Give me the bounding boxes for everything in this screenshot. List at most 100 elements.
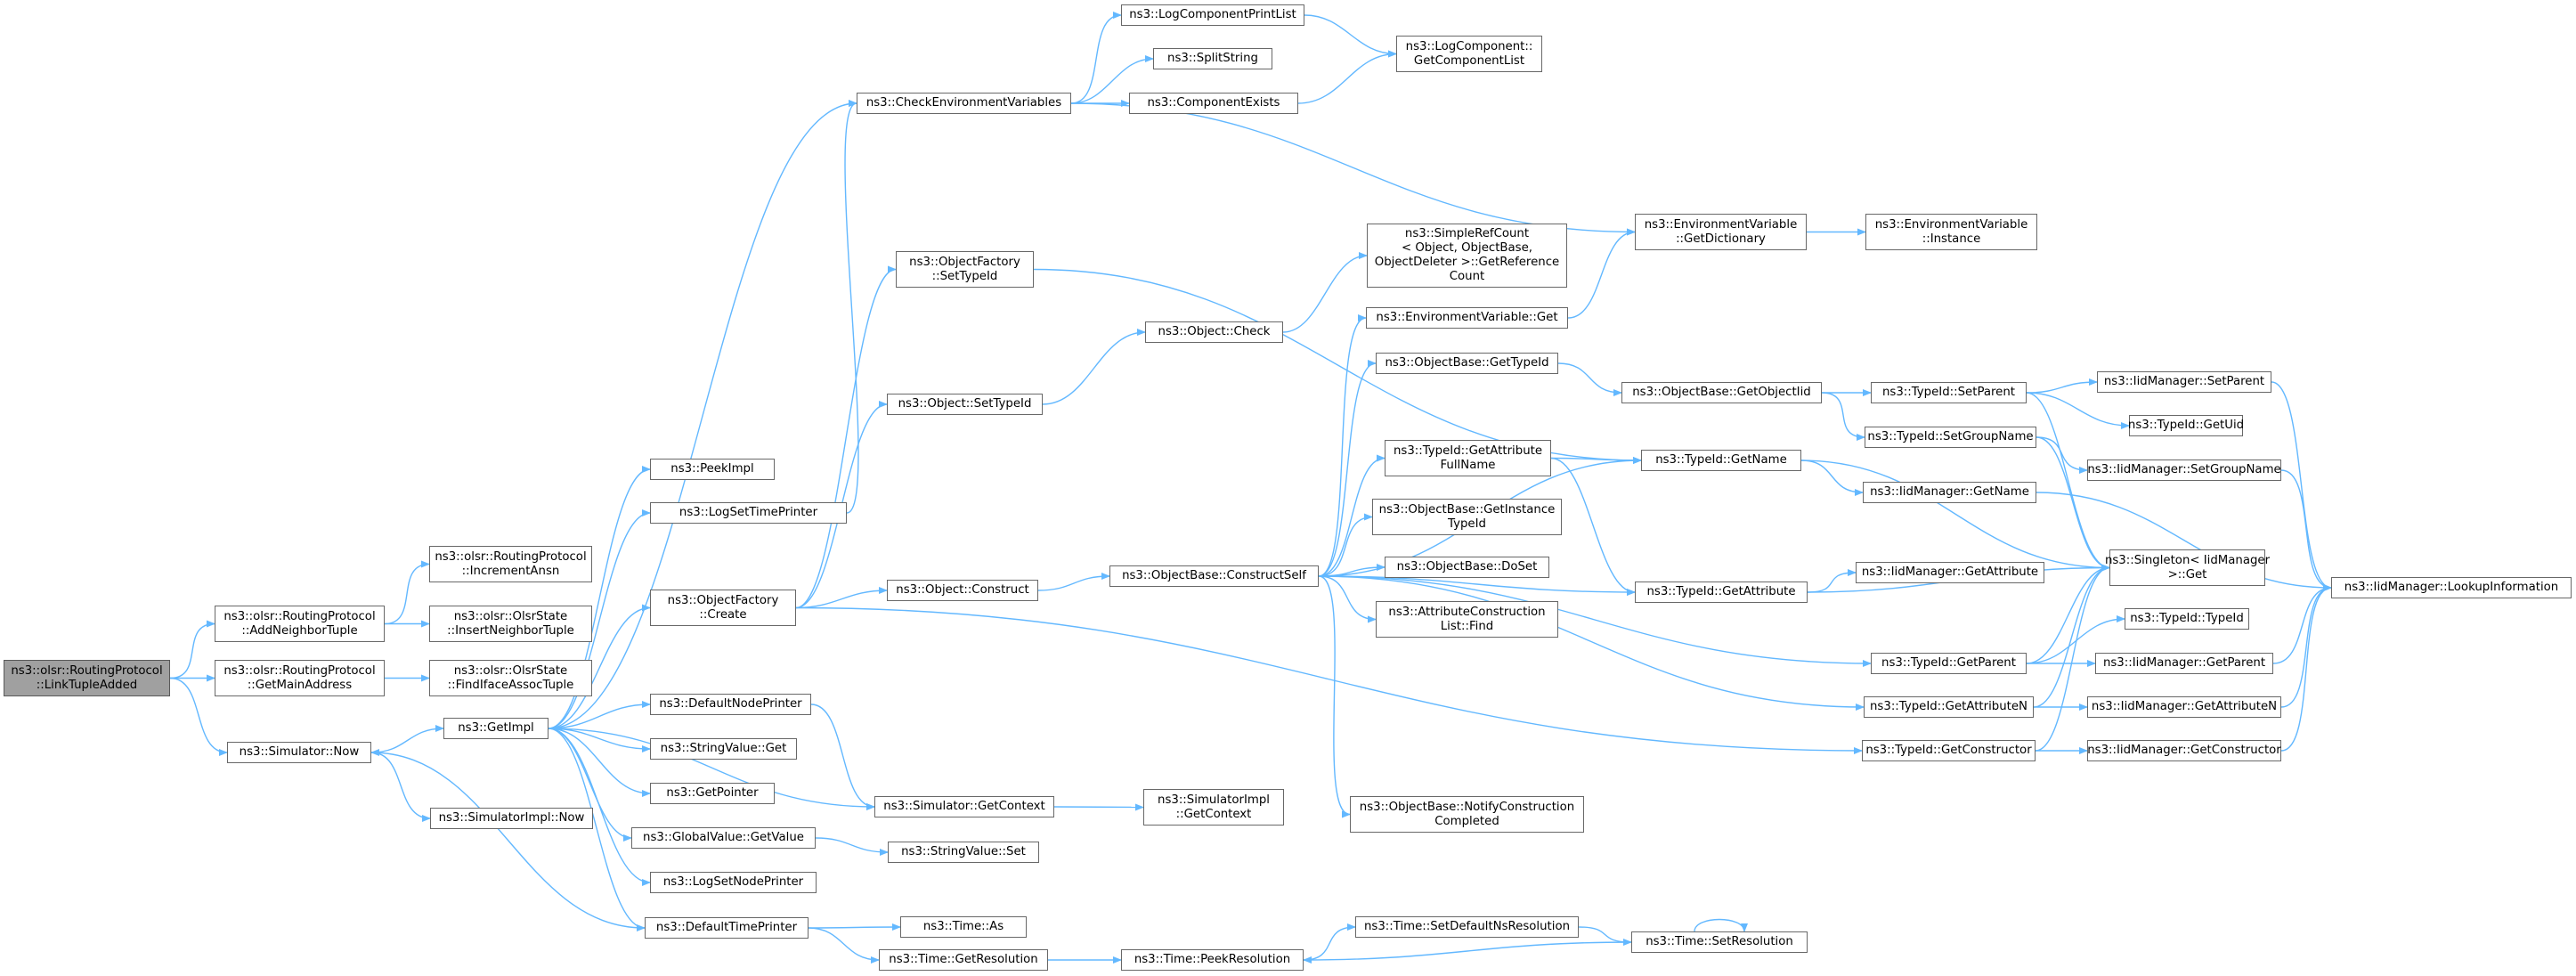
node-sim-impl-now[interactable]: ns3::SimulatorImpl::Now	[430, 808, 593, 829]
node-type-id-get-attribute-n[interactable]: ns3::TypeId::GetAttributeN	[1864, 696, 2034, 718]
edge-getImpl-to-logSetTimePrinter	[548, 509, 651, 729]
node-sim-impl-get-context[interactable]: ns3::SimulatorImpl::GetContext	[1143, 789, 1284, 826]
node-default-node-printer[interactable]: ns3::DefaultNodePrinter	[650, 694, 811, 715]
node-increment-ansn[interactable]: ns3::olsr::RoutingProtocol::IncrementAns…	[429, 546, 592, 582]
node-object-construct[interactable]: ns3::Object::Construct	[887, 580, 1038, 601]
node-string-value-set[interactable]: ns3::StringValue::Set	[888, 842, 1039, 863]
node-sim-get-context[interactable]: ns3::Simulator::GetContext	[874, 796, 1054, 817]
node-time-as[interactable]: ns3::Time::As	[900, 916, 1027, 938]
edge-componentExists-to-logComponentGetList	[1297, 50, 1397, 104]
node-simple-ref-count[interactable]: ns3::SimpleRefCount< Object, ObjectBase,…	[1367, 224, 1567, 288]
node-label-line: ns3::LogSetNodePrinter	[662, 875, 804, 889]
node-type-id-get-parent[interactable]: ns3::TypeId::GetParent	[1871, 653, 2027, 674]
node-iid-set-group-name[interactable]: ns3::IidManager::SetGroupName	[2087, 460, 2281, 481]
node-type-id-get-uid[interactable]: ns3::TypeId::GetUid	[2127, 415, 2245, 436]
node-label-line: ns3::ObjectBase::GetInstance	[1378, 502, 1556, 516]
node-iid-get-attribute-n[interactable]: ns3::IidManager::GetAttributeN	[2087, 696, 2281, 718]
node-log-component-get-list[interactable]: ns3::LogComponent::GetComponentList	[1396, 36, 1542, 72]
node-obj-base-get-type-id[interactable]: ns3::ObjectBase::GetTypeId	[1376, 353, 1558, 374]
edge-timeSetResolution-to-timePeekResolution	[1303, 941, 1632, 964]
node-label-line: >::Get	[2167, 567, 2207, 582]
node-time-set-default-ns-resolution[interactable]: ns3::Time::SetDefaultNsResolution	[1355, 916, 1579, 938]
edge-logSetTimePrinter-to-checkEnvVars	[844, 100, 859, 514]
node-type-id-set-group-name[interactable]: ns3::TypeId::SetGroupName	[1865, 427, 2036, 448]
node-obj-base-construct-self[interactable]: ns3::ObjectBase::ConstructSelf	[1109, 565, 1319, 587]
node-object-set-type-id[interactable]: ns3::Object::SetTypeId	[887, 394, 1043, 415]
node-time-get-resolution[interactable]: ns3::Time::GetResolution	[879, 949, 1048, 971]
node-label-line: ns3::TypeId::GetName	[1655, 453, 1787, 467]
edge-objBaseGetTypeId-to-objBaseGetObjectIid	[1557, 362, 1622, 396]
node-env-var-get-dictionary[interactable]: ns3::EnvironmentVariable::GetDictionary	[1635, 214, 1807, 250]
node-add-neighbor[interactable]: ns3::olsr::RoutingProtocol::AddNeighborT…	[215, 606, 385, 642]
node-component-exists[interactable]: ns3::ComponentExists	[1129, 93, 1298, 114]
node-iid-set-parent[interactable]: ns3::IidManager::SetParent	[2097, 371, 2271, 393]
node-check-env-vars[interactable]: ns3::CheckEnvironmentVariables	[857, 93, 1071, 114]
node-iid-get-constructor[interactable]: ns3::IidManager::GetConstructor	[2087, 740, 2281, 761]
node-sim-now[interactable]: ns3::Simulator::Now	[227, 742, 371, 763]
node-object-check[interactable]: ns3::Object::Check	[1145, 321, 1283, 343]
node-label-line: ns3::olsr::OlsrState	[453, 663, 568, 678]
node-get-main-address[interactable]: ns3::olsr::RoutingProtocol::GetMainAddre…	[215, 660, 385, 696]
node-obj-base-get-object-iid[interactable]: ns3::ObjectBase::GetObjectIid	[1621, 382, 1822, 403]
node-log-set-time-printer[interactable]: ns3::LogSetTimePrinter	[650, 502, 847, 524]
node-label-line: ns3::TypeId::GetUid	[2127, 419, 2245, 432]
node-time-peek-resolution[interactable]: ns3::Time::PeekResolution	[1121, 949, 1304, 971]
edge-objBaseConstructSelf-to-objBaseNotifyConstruction	[1318, 575, 1351, 818]
edge-defaultTimePrinter-to-timeGetResolution	[808, 927, 880, 964]
edge-timePeekResolution-to-timeSetDefaultNsResolution	[1303, 923, 1356, 961]
node-label-line: ns3::Time::GetResolution	[889, 953, 1038, 966]
node-split-string[interactable]: ns3::SplitString	[1153, 48, 1272, 69]
node-label-line: ns3::Time::As	[922, 920, 1004, 933]
node-label-line: ::GetDictionary	[1676, 232, 1766, 246]
node-label-line: ::FindIfaceAssocTuple	[447, 678, 574, 692]
node-label-line: ns3::IidManager::SetGroupName	[2087, 463, 2281, 476]
node-singleton-get[interactable]: ns3::Singleton< IidManager >::Get	[2105, 549, 2270, 586]
node-time-set-resolution[interactable]: ns3::Time::SetResolution	[1631, 931, 1808, 953]
node-type-id-type-id[interactable]: ns3::TypeId::TypeId	[2125, 608, 2249, 630]
node-obj-factory-set-type-id[interactable]: ns3::ObjectFactory::SetTypeId	[896, 251, 1034, 288]
node-get-pointer[interactable]: ns3::GetPointer	[650, 783, 775, 804]
node-insert-neighbor-tuple[interactable]: ns3::olsr::OlsrState::InsertNeighborTupl…	[429, 606, 592, 642]
node-label-line: ::IncrementAnsn	[461, 564, 560, 578]
node-type-id-set-parent[interactable]: ns3::TypeId::SetParent	[1871, 382, 2027, 403]
node-env-var-get[interactable]: ns3::EnvironmentVariable::Get	[1366, 307, 1568, 329]
node-type-id-get-attribute[interactable]: ns3::TypeId::GetAttribute	[1635, 582, 1808, 603]
node-label-line: ns3::SplitString	[1167, 52, 1258, 65]
edge-getImpl-to-peekImpl	[548, 466, 651, 729]
node-iid-lookup-information[interactable]: ns3::IidManager::LookupInformation	[2331, 577, 2572, 598]
node-log-set-node-printer[interactable]: ns3::LogSetNodePrinter	[650, 872, 817, 893]
edge-typeIdGetConstructor-to-singletonGet	[2035, 564, 2110, 752]
edge-typeIdSetParent-to-typeIdGetUid	[2026, 392, 2130, 429]
edge-iidGetConstructor-to-iidLookupInformation	[2280, 584, 2332, 752]
node-label-line: ns3::EnvironmentVariable::Get	[1376, 311, 1558, 324]
node-label-line: ns3::EnvironmentVariable	[1644, 217, 1798, 232]
node-obj-factory-create[interactable]: ns3::ObjectFactory::Create	[650, 590, 796, 626]
node-env-var-instance[interactable]: ns3::EnvironmentVariable::Instance	[1865, 214, 2037, 250]
node-obj-base-do-set[interactable]: ns3::ObjectBase::DoSet	[1385, 557, 1549, 578]
node-label-line: ns3::StringValue::Set	[901, 845, 1026, 858]
node-type-id-get-constructor[interactable]: ns3::TypeId::GetConstructor	[1862, 740, 2036, 761]
node-string-value-get[interactable]: ns3::StringValue::Get	[650, 738, 797, 760]
node-get-impl[interactable]: ns3::GetImpl	[443, 718, 549, 739]
node-type-id-get-name[interactable]: ns3::TypeId::GetName	[1641, 450, 1801, 471]
node-default-time-printer[interactable]: ns3::DefaultTimePrinter	[645, 917, 809, 939]
node-global-value-get-value[interactable]: ns3::GlobalValue::GetValue	[631, 827, 816, 849]
node-find-iface-assoc-tuple[interactable]: ns3::olsr::OlsrState::FindIfaceAssocTupl…	[429, 660, 592, 696]
node-iid-get-attribute[interactable]: ns3::IidManager::GetAttribute	[1856, 562, 2044, 583]
edge-globalValueGetValue-to-stringValueSet	[815, 837, 889, 856]
node-peek-impl[interactable]: ns3::PeekImpl	[650, 459, 775, 480]
node-label-line: ns3::olsr::RoutingProtocol	[11, 663, 163, 678]
edge-logComponentPrintList-to-logComponentGetList	[1304, 14, 1397, 58]
node-label-line: ::GetMainAddress	[247, 678, 353, 692]
node-label-line: ns3::LogComponent::	[1405, 39, 1533, 53]
node-log-component-print-list[interactable]: ns3::LogComponentPrintList	[1121, 4, 1304, 26]
node-iid-get-name[interactable]: ns3::IidManager::GetName	[1863, 482, 2036, 503]
node-iid-get-parent[interactable]: ns3::IidManager::GetParent	[2095, 653, 2273, 674]
edge-simNow-to-getImpl	[370, 725, 444, 753]
node-label-line: ns3::IidManager::GetName	[1870, 485, 2029, 499]
